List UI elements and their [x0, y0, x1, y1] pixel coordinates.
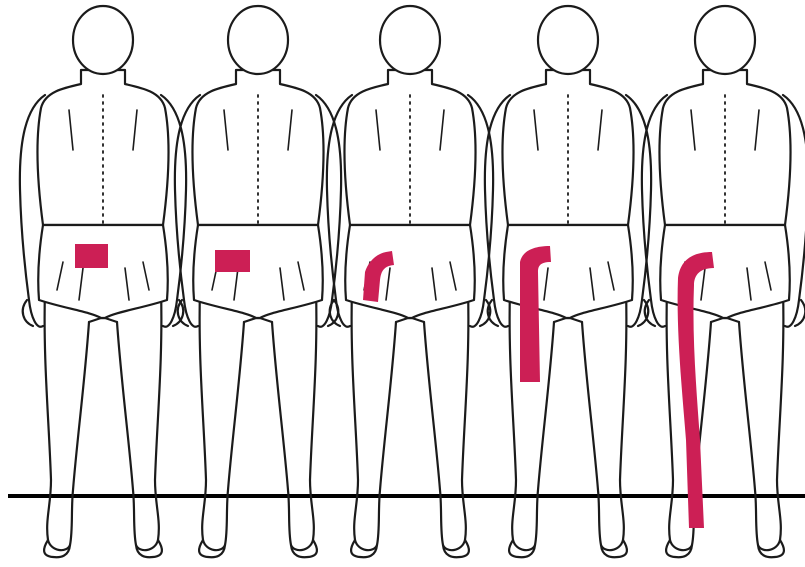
- figure-3: [327, 6, 493, 557]
- figure-2: [175, 6, 341, 557]
- figure-5: [642, 6, 805, 557]
- pain-region-2: [215, 250, 250, 272]
- figure-1: [20, 6, 186, 557]
- pain-region-1: [75, 244, 108, 268]
- figure-4: [485, 6, 651, 557]
